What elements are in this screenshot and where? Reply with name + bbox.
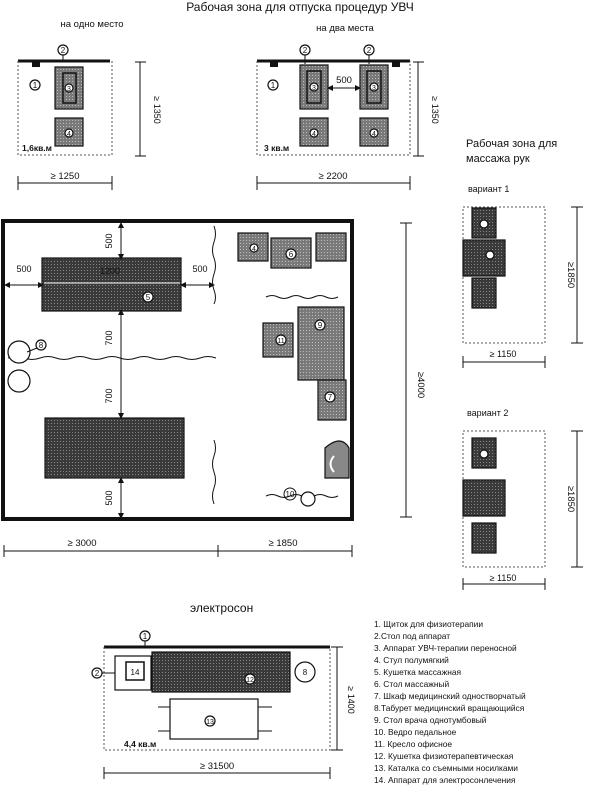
- two-places-label: на два места: [316, 23, 374, 34]
- legend-item: 14. Аппарат для электросонлечения: [374, 775, 515, 785]
- dim-1150-v1: ≥ 1150: [490, 349, 517, 359]
- svg-text:6: 6: [289, 250, 294, 259]
- svg-text:5: 5: [146, 293, 151, 302]
- massage-variant-1: вариант 1 ≥1850 ≥ 1150: [462, 184, 583, 368]
- legend-item: 2.Стол под аппарат: [374, 631, 450, 641]
- area-1-6: 1,6кв.м: [22, 143, 52, 153]
- legend-item: 8.Табурет медицинский вращающийся: [374, 703, 524, 713]
- legend-item: 10. Ведро педальное: [374, 727, 457, 737]
- uhf-one-place-zone: 3 4 2 1 1,6кв.м ≥ 1350 ≥ 1250: [17, 44, 162, 190]
- dim-500-bottom: 500: [104, 490, 114, 505]
- svg-text:3: 3: [67, 86, 71, 93]
- stool-a: [7, 340, 31, 364]
- svg-text:3: 3: [372, 85, 376, 92]
- physio-couch-12: [151, 651, 291, 693]
- massage-zone-title-line1: Рабочая зона для: [466, 138, 557, 150]
- chair-4b: [315, 232, 347, 262]
- svg-text:10: 10: [286, 490, 295, 499]
- svg-text:8: 8: [303, 668, 308, 677]
- pedal-bin-10: [300, 491, 316, 507]
- dim-500-right: 500: [192, 264, 207, 274]
- uhf-zone-title: Рабочая зона для отпуска процедур УВЧ: [186, 0, 414, 14]
- legend-item: 12. Кушетка физиотерапевтическая: [374, 751, 513, 761]
- variant-1-label: вариант 1: [468, 184, 509, 194]
- electrosleep-apparatus-14: [125, 661, 145, 681]
- dim-1850-v1: ≥1850: [565, 262, 576, 288]
- dim-1200: 1200: [100, 266, 120, 276]
- legend-item: 11. Кресло офисное: [374, 739, 452, 749]
- svg-text:8: 8: [39, 341, 44, 350]
- dim-700-a: 700: [104, 330, 114, 345]
- svg-text:4: 4: [312, 131, 316, 138]
- svg-text:1: 1: [33, 81, 38, 90]
- dim-1850-bottom: ≥ 1850: [269, 538, 298, 549]
- massage-room-plan: 5 500 500 500 1200 700 700 500 8 4 6: [1, 219, 426, 557]
- dim-1350-b: ≥ 1350: [430, 96, 440, 123]
- dim-700-b: 700: [104, 388, 114, 403]
- legend: 1. Щиток для физиотерапии 2.Стол под апп…: [374, 619, 526, 785]
- svg-text:4: 4: [372, 131, 376, 138]
- stool-8-electrosleep: [294, 661, 316, 683]
- svg-text:11: 11: [277, 338, 284, 345]
- uhf-two-places-zone: 3 3 4 4 500 2 2 1 3 кв.м ≥ 1350 ≥ 2200: [256, 44, 440, 190]
- svg-text:1: 1: [271, 81, 276, 90]
- legend-item: 1. Щиток для физиотерапии: [374, 619, 483, 629]
- dim-1250: ≥ 1250: [51, 171, 80, 182]
- svg-text:14: 14: [131, 668, 140, 677]
- area-4-4: 4,4 кв.м: [124, 739, 156, 749]
- svg-text:13: 13: [206, 719, 214, 726]
- doctor-desk-9: [297, 306, 345, 381]
- legend-item: 3. Аппарат УВЧ-терапии переносной: [374, 643, 517, 653]
- svg-text:2: 2: [303, 46, 308, 55]
- massage-couch-bottom: [44, 417, 185, 479]
- svg-text:12: 12: [246, 677, 254, 684]
- electrosleep-title: электросон: [190, 601, 253, 615]
- svg-text:3: 3: [312, 85, 316, 92]
- svg-text:2: 2: [367, 46, 372, 55]
- dim-3000: ≥ 3000: [68, 538, 97, 549]
- variant-2-label: вариант 2: [467, 408, 508, 418]
- one-place-label: на одно место: [60, 19, 123, 30]
- dim-500-left: 500: [16, 264, 31, 274]
- dim-500-gap: 500: [336, 75, 352, 86]
- area-3: 3 кв.м: [264, 143, 289, 153]
- dim-1850-v2: ≥1850: [565, 486, 576, 512]
- wall-panel-icon: [32, 61, 40, 67]
- dim-1150-v2: ≥ 1150: [490, 573, 517, 583]
- stool-b: [7, 369, 31, 393]
- massage-couch-top: [41, 257, 182, 312]
- svg-text:7: 7: [328, 393, 333, 402]
- dim-3150: ≥ 31500: [200, 761, 234, 772]
- electrosleep-zone: 1 14 2 12 8 13 4,4 кв.м ≥ 1400 ≥ 31500: [91, 630, 356, 779]
- dim-500-top: 500: [104, 233, 114, 248]
- dim-4000: ≥4000: [415, 372, 426, 398]
- sink-icon: [324, 440, 350, 479]
- svg-text:4: 4: [67, 131, 71, 138]
- legend-item: 6. Стол массажный: [374, 679, 449, 689]
- massage-zone-title-line2: массажа рук: [466, 153, 530, 165]
- svg-text:2: 2: [95, 669, 100, 678]
- dim-1350-a: ≥ 1350: [152, 96, 162, 123]
- dim-1400: ≥ 1400: [346, 686, 356, 713]
- svg-text:4: 4: [252, 246, 256, 253]
- svg-text:1: 1: [143, 632, 148, 641]
- legend-item: 7. Шкаф медицинский одностворчатый: [374, 691, 526, 701]
- dim-2200: ≥ 2200: [319, 171, 348, 182]
- legend-item: 4. Стул полумягкий: [374, 655, 449, 665]
- massage-variant-2: вариант 2 ≥1850 ≥ 1150: [462, 408, 583, 590]
- legend-item: 13. Каталка со съемными носилками: [374, 763, 518, 773]
- legend-item: 9. Стол врача однотумбовый: [374, 715, 487, 725]
- svg-text:9: 9: [318, 321, 323, 330]
- legend-item: 5. Кушетка массажная: [374, 667, 461, 677]
- svg-text:2: 2: [61, 46, 66, 55]
